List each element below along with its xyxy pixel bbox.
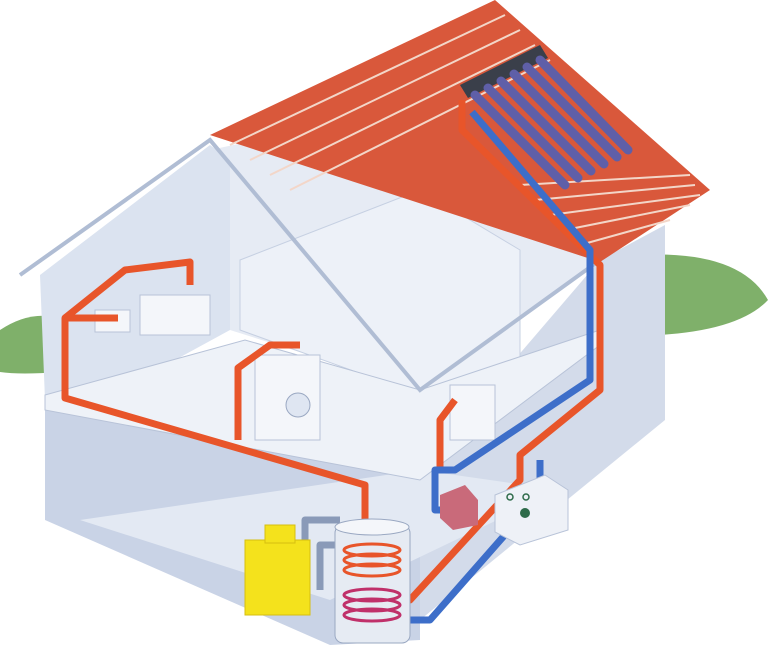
lawn-right <box>640 254 768 335</box>
heat-exchanger <box>440 485 478 530</box>
solar-collector-frame <box>460 45 548 98</box>
oil-boiler-top <box>264 524 296 544</box>
solar-cold-pipe <box>431 109 594 514</box>
hot-water-pipe-upstairs <box>61 314 369 560</box>
tank-coil-upper <box>342 542 402 578</box>
pump-icon <box>520 508 530 518</box>
washing-machine <box>254 354 321 441</box>
hot-water-pipe-bath <box>62 258 194 321</box>
radiator-pipe <box>436 397 458 470</box>
left-wall <box>40 145 230 400</box>
oil-boiler <box>244 539 311 616</box>
solar-tubes <box>470 55 633 190</box>
controller-dial-icon <box>522 493 530 501</box>
washing-machine-door <box>285 392 311 418</box>
controller-dial-icon <box>506 493 514 501</box>
hot-water-pipe-washer <box>234 341 300 440</box>
solar-controller <box>494 474 569 546</box>
radiator <box>449 384 496 441</box>
bathtub <box>139 294 211 336</box>
boiler-pipe <box>301 516 340 590</box>
storage-tank-top <box>334 518 410 536</box>
tank-coil-lower <box>342 587 402 623</box>
gable-edge <box>18 137 602 393</box>
solar-hot-pipe <box>395 100 604 604</box>
roof-stripes <box>229 14 701 246</box>
